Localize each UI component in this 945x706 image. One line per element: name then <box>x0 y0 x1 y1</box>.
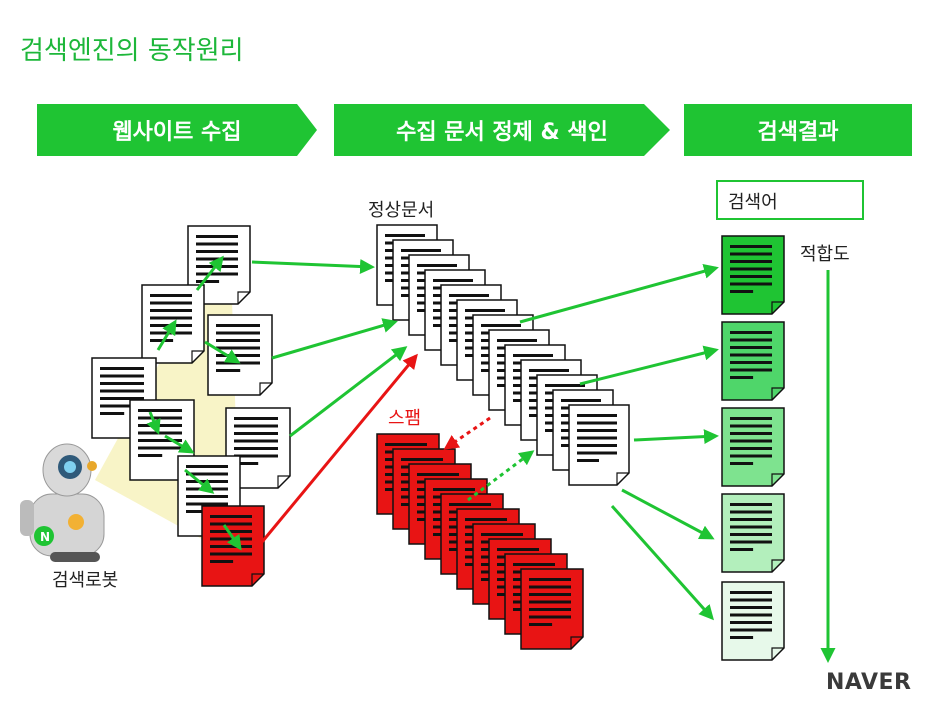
search-robot-icon: N <box>20 443 105 562</box>
result-arrow-4 <box>621 488 715 540</box>
crawl-link-5 <box>164 434 195 454</box>
svg-text:N: N <box>40 530 50 544</box>
crawl-link-7 <box>222 524 242 551</box>
result-document-3 <box>721 407 785 487</box>
query-label: 검색어 <box>728 192 778 213</box>
stage-results-label: 검색결과 <box>757 120 839 145</box>
stage-index-label: 수집 문서 정제 & 색인 <box>396 120 608 145</box>
spam-return-arrow <box>467 450 535 502</box>
robot-label: 검색로봇 <box>52 570 119 591</box>
stage-index: 수집 문서 정제 & 색인 <box>334 104 670 156</box>
index-arrow-2 <box>271 318 398 360</box>
normal-docs-label: 정상문서 <box>368 200 435 221</box>
web-document-3 <box>207 314 273 396</box>
result-document-5 <box>721 581 785 661</box>
naver-logo: NAVER <box>826 670 912 695</box>
crawl-link-3 <box>204 340 241 364</box>
page-title: 검색엔진의 동작원리 <box>20 36 244 66</box>
index-arrow-3 <box>289 346 408 438</box>
web-spam-document <box>201 505 265 587</box>
relevance-label: 적합도 <box>800 244 850 265</box>
crawl-link-2 <box>156 319 177 351</box>
crawl-link-1 <box>195 255 224 291</box>
result-document-4 <box>721 493 785 573</box>
stage-results: 검색결과 <box>684 104 912 156</box>
query-box: 검색어 <box>716 180 864 220</box>
normal-document-13 <box>568 404 630 486</box>
result-arrow-1 <box>519 263 719 324</box>
spam-label: 스팸 <box>388 408 422 429</box>
stage-crawl-label: 웹사이트 수집 <box>112 120 242 145</box>
spam-arrow <box>260 353 418 543</box>
stage-crawl: 웹사이트 수집 <box>37 104 317 156</box>
result-arrow-2 <box>579 345 719 386</box>
result-arrow-5 <box>610 505 714 621</box>
index-arrow-1 <box>251 259 375 274</box>
result-arrow-3 <box>633 429 719 445</box>
spam-document-10 <box>520 568 584 650</box>
result-document-1 <box>721 235 785 315</box>
result-document-2 <box>721 321 785 401</box>
crawl-link-6 <box>184 468 215 494</box>
spam-filter-arrow <box>443 416 491 450</box>
crawl-link-4 <box>146 411 161 435</box>
